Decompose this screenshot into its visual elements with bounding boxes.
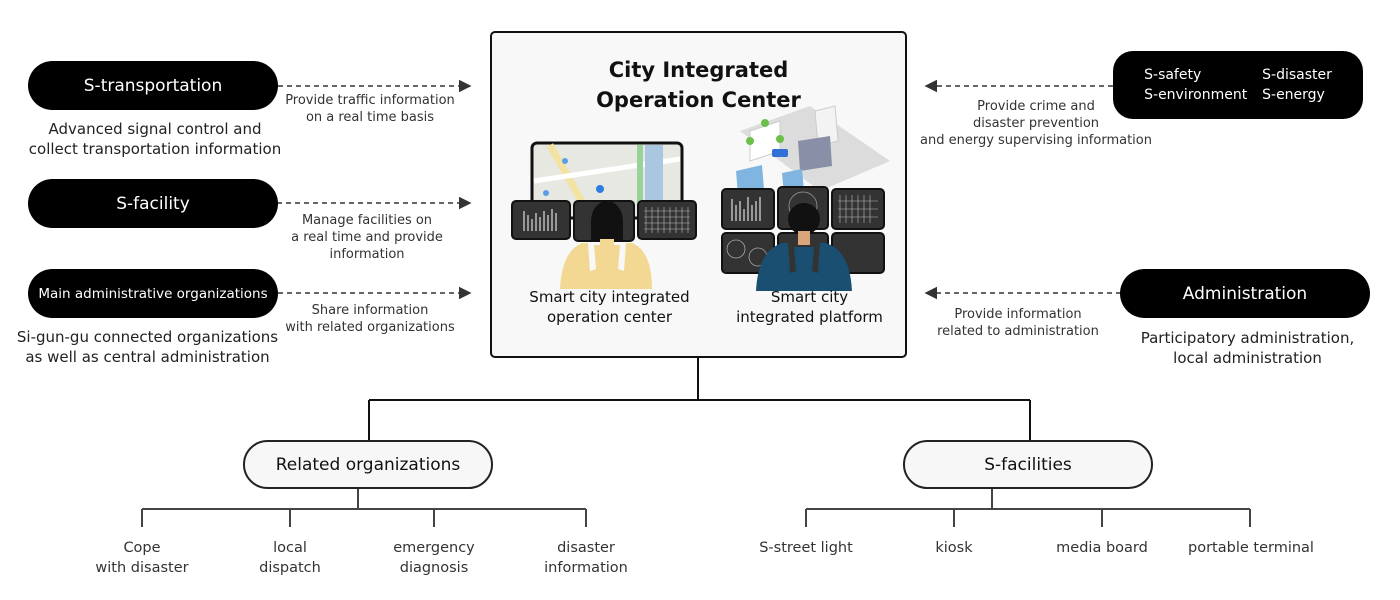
flow-line: Manage facilities on [301, 213, 433, 228]
center-title-line: City Integrated [608, 58, 789, 82]
tree-connector [368, 358, 1031, 440]
description-line: as well as central administration [25, 348, 270, 366]
flow-line: and energy supervising information [920, 133, 1152, 148]
related-branch [141, 488, 587, 527]
main-admin-orgs-node: Main administrative organizations [28, 269, 278, 318]
description-line: Advanced signal control and [48, 120, 262, 138]
city-integrated-operation-center-box: City Integrated Operation Center [490, 31, 907, 358]
leaf-line: portable terminal [1188, 540, 1314, 556]
leaf-line: kiosk [935, 540, 973, 556]
leaf-line: diagnosis [399, 560, 469, 576]
s-environment-label: S-environment [1144, 87, 1248, 103]
leaf-line: disaster [557, 540, 615, 556]
leaf-line: local [273, 540, 307, 556]
center-title-line: Operation Center [596, 88, 801, 112]
flow-line: with related organizations [285, 320, 455, 335]
flow-line: related to administration [937, 324, 1099, 339]
s-services-grid: S-safety S-disaster S-environment S-ener… [1144, 67, 1332, 103]
related-leaf-emergency-diagnosis: emergency diagnosis [374, 538, 494, 578]
administration-node: Administration [1120, 269, 1370, 318]
description-line: collect transportation information [28, 140, 282, 158]
s-facilities-label: S-facilities [984, 454, 1072, 475]
s-facilities-node: S-facilities [903, 440, 1153, 489]
related-organizations-label: Related organizations [275, 454, 461, 475]
related-leaf-disaster-information: disaster information [526, 538, 646, 578]
administration-label: Administration [1182, 283, 1308, 304]
facility-leaf-media-board: media board [1037, 538, 1167, 558]
flow-line: Share information [311, 303, 429, 318]
s-energy-label: S-energy [1262, 87, 1325, 103]
leaf-line: Cope [123, 540, 161, 556]
safety-disaster-environment-energy-node: S-safety S-disaster S-environment S-ener… [1113, 51, 1363, 119]
facility-leaf-s-street-light: S-street light [736, 538, 876, 558]
caption-line: integrated platform [736, 308, 883, 326]
flow-line: Provide crime and [977, 99, 1095, 114]
description-line: Participatory administration, [1140, 329, 1355, 347]
safety-flow-label: Provide crime and disaster prevention an… [918, 98, 1154, 149]
leaf-line: media board [1056, 540, 1148, 556]
s-disaster-label: S-disaster [1262, 67, 1332, 83]
leaf-line: dispatch [259, 560, 321, 576]
s-transportation-label: S-transportation [83, 75, 223, 96]
caption-line: Smart city integrated [529, 288, 690, 306]
s-safety-label: S-safety [1144, 67, 1202, 83]
s-transportation-flow-label: Provide traffic information on a real ti… [270, 92, 470, 126]
operator-with-map-monitors-illustration [511, 141, 697, 289]
flow-line: a real time and provide information [291, 230, 443, 262]
related-leaf-local-dispatch: local dispatch [230, 538, 350, 578]
flow-line: on a real time basis [305, 110, 435, 125]
flow-line: disaster prevention [972, 116, 1100, 131]
facility-leaf-kiosk: kiosk [894, 538, 1014, 558]
operator-with-city-platform-illustration [721, 105, 890, 291]
right-illustration-caption: Smart city integrated platform [717, 287, 902, 327]
facilities-branch [805, 488, 1251, 527]
description-line: Si-gun-gu connected organizations [16, 328, 279, 346]
related-leaf-cope-with-disaster: Cope with disaster [82, 538, 202, 578]
caption-line: Smart city [770, 288, 849, 306]
s-facility-flow-label: Manage facilities on a real time and pro… [252, 212, 482, 263]
description-line: local administration [1173, 349, 1322, 367]
main-admin-orgs-flow-label: Share information with related organizat… [270, 302, 470, 336]
flow-line: Provide traffic information [285, 93, 455, 108]
facility-leaf-portable-terminal: portable terminal [1176, 538, 1326, 558]
administration-flow-label: Provide information related to administr… [928, 306, 1108, 340]
related-organizations-node: Related organizations [243, 440, 493, 489]
leaf-line: emergency [393, 540, 475, 556]
administration-description: Participatory administration, local admi… [1110, 328, 1385, 368]
main-admin-orgs-label: Main administrative organizations [38, 285, 268, 302]
s-transportation-node: S-transportation [28, 61, 278, 110]
caption-line: operation center [546, 308, 673, 326]
leaf-line: with disaster [95, 560, 189, 576]
s-facility-label: S-facility [116, 193, 190, 214]
s-transportation-description: Advanced signal control and collect tran… [10, 119, 300, 159]
leaf-line: information [544, 560, 628, 576]
s-facility-node: S-facility [28, 179, 278, 228]
flow-line: Provide information [954, 307, 1082, 322]
leaf-line: S-street light [759, 540, 853, 556]
center-title: City Integrated Operation Center [492, 55, 905, 115]
main-admin-orgs-description: Si-gun-gu connected organizations as wel… [0, 327, 295, 367]
left-illustration-caption: Smart city integrated operation center [512, 287, 707, 327]
